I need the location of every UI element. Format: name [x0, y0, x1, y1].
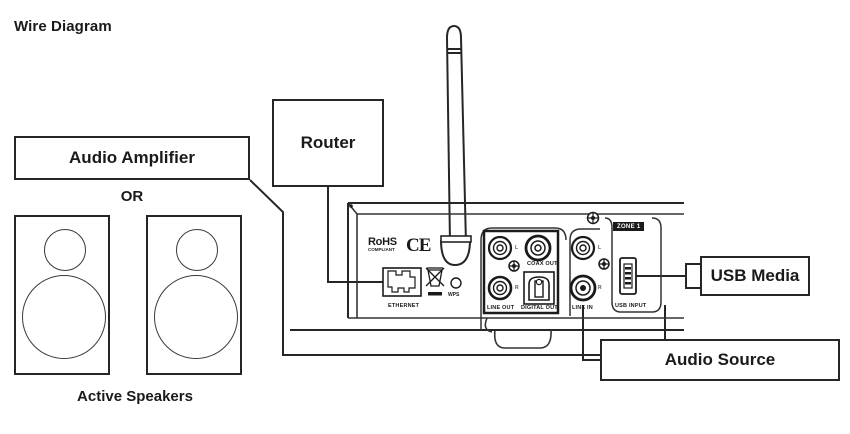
- channel-label-line-out-l: L: [515, 245, 519, 251]
- lineout-cable-curl: [484, 317, 493, 333]
- ce-mark-text: CE: [406, 235, 431, 256]
- rca-jack-icon[interactable]: [524, 234, 552, 262]
- or-label: OR: [120, 188, 144, 205]
- rca-jack-icon[interactable]: [570, 235, 596, 261]
- wps-button-icon[interactable]: [450, 277, 462, 289]
- active-speaker-right: [146, 215, 242, 375]
- lineout-cable-bracket: [493, 329, 552, 349]
- rohs-compliant-logo: RoHS COMPLIANT: [368, 236, 397, 253]
- port-label-wps: WPS: [448, 292, 460, 298]
- usb-media-box[interactable]: USB Media: [700, 256, 810, 296]
- port-label-digital-out: DIGITAL OUT: [521, 305, 558, 311]
- woofer-icon: [154, 275, 238, 359]
- active-speakers-label: Active Speakers: [77, 388, 193, 405]
- zone-1-badge: ZONE 1: [613, 222, 645, 231]
- screw-icon: [508, 260, 520, 272]
- zone1-group-outline: [604, 217, 662, 313]
- port-sublabel-coax-out: COAX OUT: [527, 261, 558, 267]
- rca-jack-icon[interactable]: [487, 275, 513, 301]
- usb-a-port-icon[interactable]: [619, 257, 637, 295]
- router-box[interactable]: Router: [272, 99, 384, 187]
- linein-group-outline: [569, 228, 600, 316]
- wifi-antenna-icon: [440, 24, 472, 267]
- channel-label-line-in-r: R: [598, 285, 602, 291]
- tweeter-icon: [44, 229, 86, 271]
- port-label-ethernet: ETHERNET: [388, 303, 420, 309]
- audio-amplifier-box[interactable]: Audio Amplifier: [14, 136, 250, 180]
- rohs-sub-text: COMPLIANT: [368, 247, 395, 252]
- wire-router-to-ethernet: [327, 187, 398, 283]
- lineout-digitalout-block: [482, 229, 560, 315]
- rj45-icon: [382, 267, 422, 297]
- page-title: Wire Diagram: [14, 18, 112, 35]
- rca-jack-icon[interactable]: [569, 274, 597, 302]
- channel-label-line-out-r: R: [515, 285, 519, 291]
- port-label-line-out: LINE OUT: [487, 305, 515, 311]
- port-label-usb-input: USB INPUT: [615, 303, 647, 309]
- crossed-out-wheelie-bin-icon: [425, 267, 445, 296]
- wire-linein-to-audio-source: [582, 305, 600, 361]
- active-speaker-left: [14, 215, 110, 375]
- optical-toslink-icon[interactable]: [523, 271, 555, 305]
- screw-icon: [598, 258, 610, 270]
- wire-amplifier-to-lineout: [249, 179, 665, 356]
- woofer-icon: [22, 275, 106, 359]
- audio-source-box[interactable]: Audio Source: [600, 339, 840, 381]
- rca-jack-icon[interactable]: [487, 235, 513, 261]
- lineout-group-outline: [480, 227, 567, 314]
- rohs-main-text: RoHS: [368, 236, 397, 248]
- screw-icon: [586, 211, 600, 225]
- port-label-line-in: LINE IN: [572, 305, 593, 311]
- tweeter-icon: [176, 229, 218, 271]
- channel-label-line-in-l: L: [598, 245, 602, 251]
